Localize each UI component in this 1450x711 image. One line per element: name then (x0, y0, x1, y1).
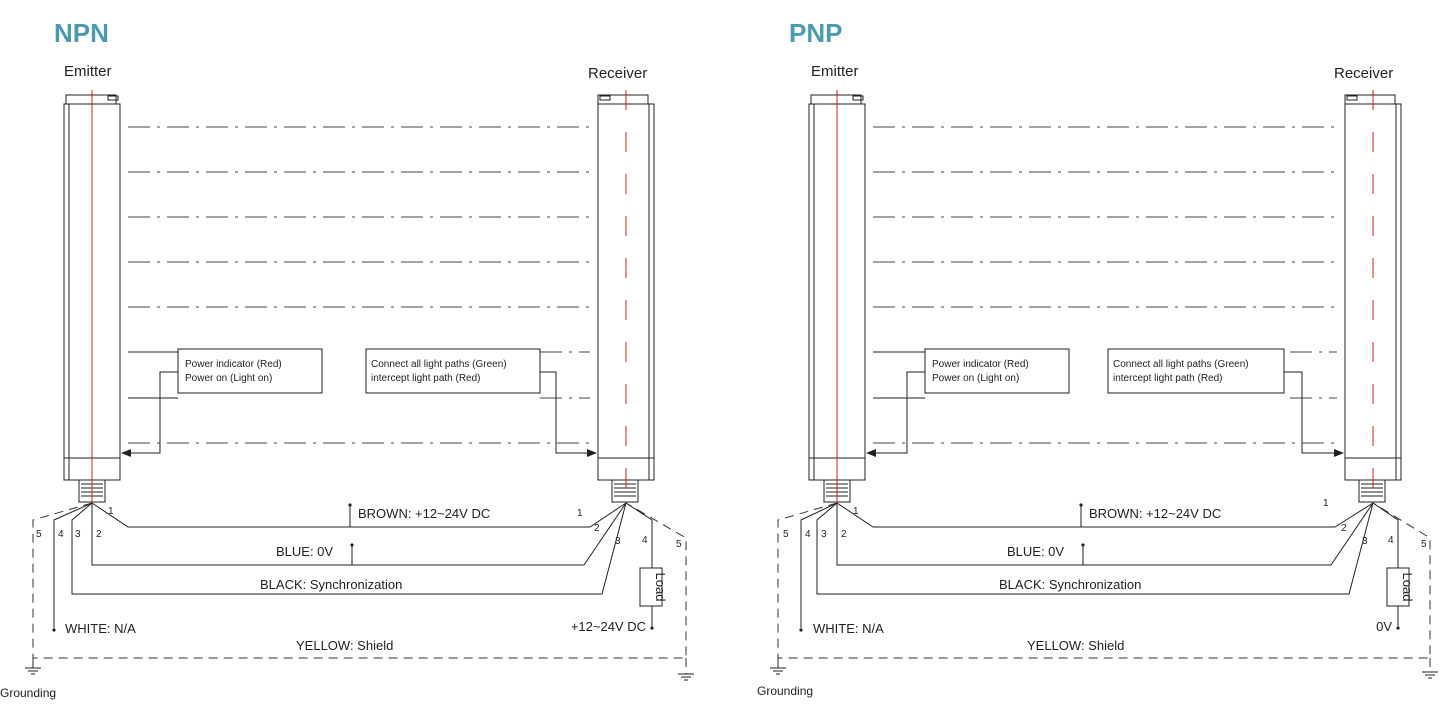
npn-white-label: WHITE: N/A (65, 621, 136, 636)
pnp-panel: PNP Emitter Receiver (757, 18, 1438, 698)
pnp-receiver-pin: 5 (1421, 539, 1427, 550)
pnp-load-label: Load (1400, 573, 1415, 602)
npn-receiver-indicator: Connect all light paths (Green) intercep… (365, 348, 597, 457)
npn-receiver-label: Receiver (588, 65, 647, 82)
npn-emitter-indicator-line1: Power indicator (Red) (185, 359, 282, 370)
pnp-title: PNP (789, 18, 842, 48)
pnp-load-wire (1372, 502, 1399, 568)
npn-emitter-label: Emitter (64, 63, 112, 80)
npn-blue-wire (91, 502, 627, 566)
pnp-receiver-connector (1358, 479, 1386, 503)
arrow-icon (1334, 449, 1344, 457)
npn-load-box (639, 567, 663, 607)
pnp-emitter-pin: 5 (783, 529, 789, 540)
arrow-icon (866, 449, 876, 457)
npn-panel: NPN Emitter Receiver (0, 18, 694, 700)
npn-load-wire (625, 502, 653, 568)
ground-icon (25, 658, 41, 675)
npn-emitter-indicator: Power indicator (Red) Power on (Light on… (121, 348, 323, 457)
pnp-load-supply-label: 0V (1376, 619, 1392, 634)
pnp-emitter-label: Emitter (811, 63, 859, 80)
pnp-receiver-unit (1344, 90, 1402, 505)
npn-receiver-housing (597, 103, 655, 481)
pnp-emitter-indicator-line1: Power indicator (Red) (932, 359, 1029, 370)
pnp-emitter-pin: 3 (821, 529, 827, 540)
arrow-icon (587, 449, 597, 457)
pnp-yellow-shield-wire (777, 502, 1431, 659)
pnp-blue-label: BLUE: 0V (1007, 544, 1064, 559)
pnp-receiver-housing (1344, 103, 1402, 481)
arrow-icon (121, 449, 131, 457)
pnp-receiver-label: Receiver (1334, 65, 1393, 82)
pnp-yellow-label: YELLOW: Shield (1027, 638, 1124, 653)
pnp-emitter-indicator-line2: Power on (Light on) (932, 373, 1019, 384)
pnp-emitter-pin: 1 (853, 506, 859, 517)
pnp-emitter-pin: 4 (805, 529, 811, 540)
pnp-black-wire (816, 502, 1374, 595)
pnp-blue-wire (836, 502, 1374, 566)
npn-emitter-pin: 1 (108, 506, 114, 517)
pnp-receiver-pin: 4 (1388, 535, 1394, 546)
npn-receiver-indicator-line1: Connect all light paths (Green) (371, 359, 507, 370)
npn-title: NPN (54, 18, 109, 48)
npn-yellow-shield-wire (32, 502, 687, 659)
ground-icon (678, 673, 694, 681)
npn-emitter-indicator-line2: Power on (Light on) (185, 373, 272, 384)
npn-white-wire (53, 502, 93, 628)
npn-yellow-label: YELLOW: Shield (296, 638, 393, 653)
npn-receiver-pin: 2 (594, 523, 600, 534)
npn-emitter-pin: 4 (58, 529, 64, 540)
pnp-receiver-indicator-line1: Connect all light paths (Green) (1113, 359, 1249, 370)
npn-blue-label: BLUE: 0V (276, 544, 333, 559)
pnp-emitter-indicator-box (924, 348, 1070, 394)
npn-receiver-pin: 4 (642, 535, 648, 546)
pnp-emitter-pin: 2 (841, 529, 847, 540)
npn-light-beams (128, 126, 590, 444)
pnp-black-label: BLACK: Synchronization (999, 577, 1141, 592)
npn-receiver-indicator-box (365, 348, 541, 394)
pnp-receiver-pin: 1 (1323, 498, 1329, 509)
pnp-receiver-pin: 3 (1362, 536, 1368, 547)
npn-emitter-pin: 2 (96, 529, 102, 540)
pnp-brown-label: BROWN: +12~24V DC (1089, 506, 1221, 521)
npn-receiver-pin: 3 (615, 536, 621, 547)
npn-emitter-indicator-box (177, 348, 323, 394)
npn-receiver-unit (597, 90, 655, 505)
npn-black-label: BLACK: Synchronization (260, 577, 402, 592)
pnp-white-label: WHITE: N/A (813, 621, 884, 636)
npn-load-label: Load (653, 573, 668, 602)
ground-icon (770, 658, 786, 675)
pnp-receiver-pin: 2 (1341, 523, 1347, 534)
npn-load-supply-label: +12~24V DC (571, 619, 646, 634)
pnp-emitter-unit (808, 90, 866, 505)
pnp-grounding-label: Grounding (757, 684, 813, 698)
ground-icon (1422, 671, 1438, 679)
npn-receiver-pin: 1 (577, 508, 583, 519)
npn-receiver-connector (611, 479, 639, 503)
pnp-receiver-indicator-box (1107, 348, 1285, 394)
pnp-receiver-indicator: Connect all light paths (Green) intercep… (1107, 348, 1344, 457)
npn-emitter-pin: 5 (36, 529, 42, 540)
npn-brown-label: BROWN: +12~24V DC (358, 506, 490, 521)
pnp-white-wire (800, 502, 838, 628)
npn-grounding-label: Grounding (0, 686, 56, 700)
npn-emitter-unit (63, 90, 121, 505)
pnp-light-beams (873, 126, 1337, 444)
pnp-receiver-indicator-line2: intercept light path (Red) (1113, 373, 1223, 384)
npn-wiring: BROWN: +12~24V DC BLUE: 0V BLACK: Synchr… (32, 502, 687, 674)
npn-emitter-pin: 3 (75, 529, 81, 540)
pnp-wiring: BROWN: +12~24V DC BLUE: 0V BLACK: Synchr… (777, 498, 1431, 672)
npn-receiver-pin: 5 (676, 539, 682, 550)
npn-black-wire (71, 502, 627, 595)
pnp-emitter-indicator: Power indicator (Red) Power on (Light on… (866, 348, 1070, 457)
npn-receiver-indicator-line2: intercept light path (Red) (371, 373, 481, 384)
